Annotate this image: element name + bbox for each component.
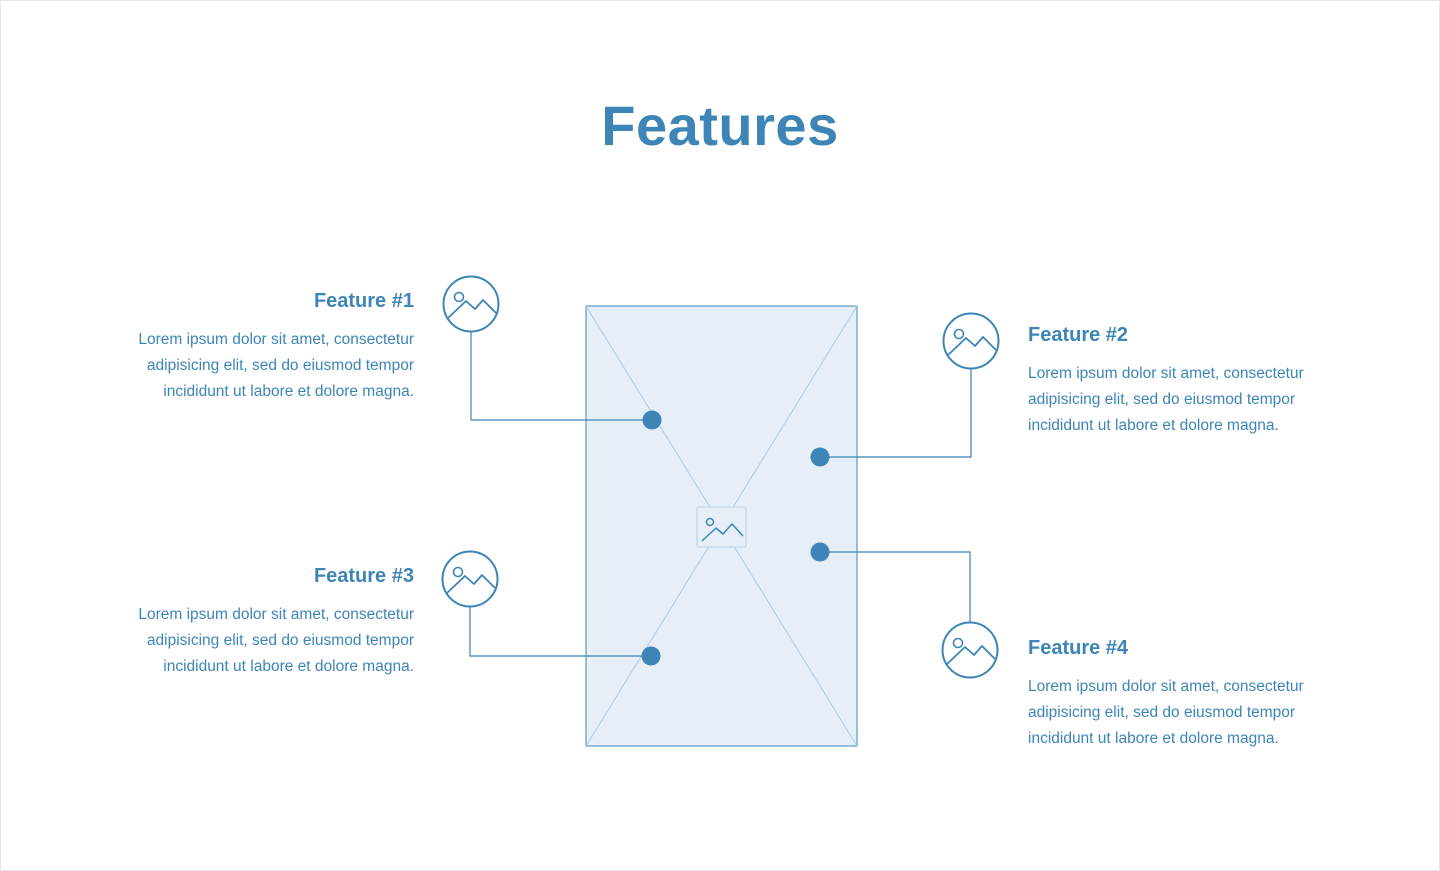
connector-line-3 xyxy=(469,607,651,657)
page-title: Features xyxy=(601,94,839,157)
anchor-dot-1 xyxy=(642,410,662,430)
connector-line-1 xyxy=(470,332,652,421)
feature-2: Feature #2 Lorem ipsum dolor sit amet, c… xyxy=(1028,324,1328,439)
anchor-dot-2 xyxy=(810,447,830,467)
connector-line-4 xyxy=(820,551,971,622)
image-placeholder-icon xyxy=(696,506,747,548)
feature-3-title: Feature #3 xyxy=(313,565,414,587)
feature-4-image-icon xyxy=(941,621,999,679)
feature-1: Feature #1 Lorem ipsum dolor sit amet, c… xyxy=(114,290,414,405)
feature-4-title: Feature #4 xyxy=(1028,637,1129,659)
image-placeholder xyxy=(585,305,858,747)
feature-3-description: Lorem ipsum dolor sit amet, consectetur … xyxy=(138,606,414,675)
feature-4-description: Lorem ipsum dolor sit amet, consectetur … xyxy=(1028,678,1304,747)
feature-1-description: Lorem ipsum dolor sit amet, consectetur … xyxy=(138,331,414,400)
feature-2-image-icon xyxy=(942,312,1000,370)
feature-3: Feature #3 Lorem ipsum dolor sit amet, c… xyxy=(114,565,414,680)
feature-4: Feature #4 Lorem ipsum dolor sit amet, c… xyxy=(1028,637,1328,752)
feature-1-image-icon xyxy=(442,275,500,333)
feature-3-image-icon xyxy=(441,550,499,608)
feature-2-description: Lorem ipsum dolor sit amet, consectetur … xyxy=(1028,365,1304,434)
feature-1-title: Feature #1 xyxy=(313,290,414,312)
anchor-dot-4 xyxy=(810,542,830,562)
connector-line-2 xyxy=(820,369,972,458)
anchor-dot-3 xyxy=(641,646,661,666)
feature-2-title: Feature #2 xyxy=(1028,324,1129,346)
